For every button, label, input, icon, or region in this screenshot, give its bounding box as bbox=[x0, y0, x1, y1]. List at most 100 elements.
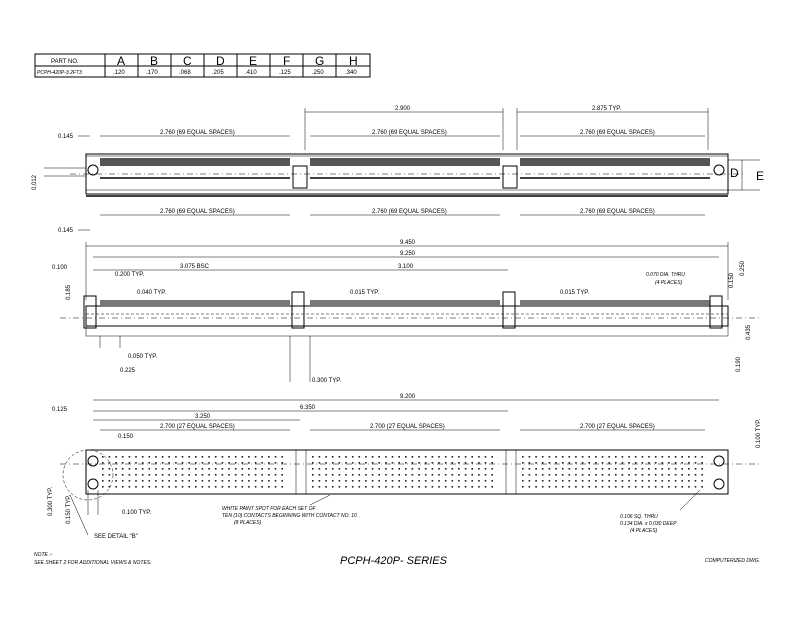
contact-pin bbox=[398, 462, 400, 464]
contact-pin bbox=[234, 462, 237, 464]
contact-pin bbox=[338, 474, 341, 476]
contact-pin bbox=[208, 486, 210, 488]
contact-pin bbox=[548, 480, 551, 482]
contact-pin bbox=[491, 480, 493, 482]
contact-pin bbox=[608, 456, 610, 458]
contact-pin bbox=[228, 480, 230, 482]
contact-pin bbox=[681, 468, 683, 470]
contact-pin bbox=[221, 486, 224, 488]
contact-pin bbox=[378, 468, 380, 470]
contact-pin bbox=[141, 456, 144, 458]
label-d: D bbox=[730, 166, 739, 180]
contact-pin bbox=[568, 486, 571, 488]
contact-pin bbox=[634, 456, 637, 458]
contact-pin bbox=[195, 462, 197, 464]
contact-pin bbox=[385, 462, 387, 464]
contact-pin bbox=[641, 486, 644, 488]
contact-pin bbox=[318, 474, 321, 476]
contact-pin bbox=[214, 456, 217, 458]
contact-pin bbox=[155, 480, 157, 482]
contact-pin bbox=[281, 486, 283, 488]
contact-pin bbox=[458, 468, 460, 470]
contact-pin bbox=[181, 462, 184, 464]
contact-pin bbox=[248, 456, 250, 458]
contact-pin bbox=[188, 474, 190, 476]
contact-pin bbox=[405, 468, 407, 470]
contact-pin bbox=[391, 468, 394, 470]
sq-note-1: 0.106 SQ. THRU bbox=[620, 514, 658, 520]
contact-pin bbox=[561, 456, 564, 458]
contact-pin bbox=[595, 462, 597, 464]
contact-pin bbox=[228, 486, 230, 488]
dim-0040: 0.040 TYP. bbox=[137, 290, 166, 296]
contact-pin bbox=[634, 480, 637, 482]
contact-pin bbox=[108, 486, 111, 488]
contact-pin bbox=[431, 468, 434, 470]
contact-pin bbox=[661, 462, 664, 464]
contact-pin bbox=[274, 474, 277, 476]
table-val-a: .120 bbox=[113, 70, 125, 76]
note-text: SEE SHEET 2 FOR ADDITIONAL VIEWS & NOTES… bbox=[34, 560, 152, 566]
contact-pin bbox=[522, 456, 524, 458]
contact-pin bbox=[391, 486, 394, 488]
contact-pin bbox=[555, 456, 557, 458]
contact-pin bbox=[438, 468, 440, 470]
contact-pin bbox=[391, 480, 394, 482]
contact-pin bbox=[331, 456, 334, 458]
contact-pin bbox=[444, 474, 447, 476]
contact-pin bbox=[102, 456, 104, 458]
contact-pin bbox=[464, 456, 467, 458]
contact-pin bbox=[338, 462, 341, 464]
contact-pin bbox=[161, 456, 164, 458]
contact-pin bbox=[424, 468, 427, 470]
contact-pin bbox=[168, 474, 170, 476]
contact-pin bbox=[102, 480, 104, 482]
contact-pin bbox=[444, 462, 447, 464]
contact-pin bbox=[575, 462, 577, 464]
contact-pin bbox=[398, 486, 400, 488]
contact-pin bbox=[528, 456, 531, 458]
contact-pin bbox=[351, 462, 354, 464]
dim-0300: 0.300 TYP. bbox=[312, 378, 341, 384]
contact-pin bbox=[168, 456, 170, 458]
contact-pin bbox=[458, 486, 460, 488]
contact-pin bbox=[581, 462, 584, 464]
contact-pin bbox=[201, 474, 204, 476]
contact-pin bbox=[411, 486, 414, 488]
contact-pin bbox=[181, 486, 184, 488]
contact-pin bbox=[261, 468, 263, 470]
contact-pin bbox=[601, 468, 604, 470]
contact-pin bbox=[241, 480, 244, 482]
contact-pin bbox=[541, 486, 544, 488]
contact-pin bbox=[478, 456, 480, 458]
contact-pin bbox=[274, 456, 277, 458]
contact-pin bbox=[234, 468, 237, 470]
contact-pin bbox=[528, 462, 531, 464]
contact-pin bbox=[431, 474, 434, 476]
contact-pin bbox=[128, 468, 131, 470]
contact-pin bbox=[325, 468, 327, 470]
contact-pin bbox=[561, 486, 564, 488]
side-view: 9.450 9.250 0.100 0.200 TYP. 3.075 BSC 3… bbox=[52, 240, 760, 384]
contact-pin bbox=[331, 462, 334, 464]
contact-pin bbox=[155, 462, 157, 464]
contact-pin bbox=[268, 486, 270, 488]
contact-pin bbox=[378, 474, 380, 476]
dim-2875: 2.875 TYP. bbox=[592, 106, 621, 112]
contact-pin bbox=[331, 468, 334, 470]
contact-pin bbox=[701, 480, 703, 482]
contact-pin bbox=[484, 462, 487, 464]
contact-pin bbox=[694, 480, 697, 482]
contact-pin bbox=[701, 468, 703, 470]
footer: NOTE :- SEE SHEET 2 FOR ADDITIONAL VIEWS… bbox=[34, 552, 760, 567]
contact-pin bbox=[281, 480, 283, 482]
contact-pin bbox=[484, 468, 487, 470]
contact-pin bbox=[254, 456, 257, 458]
contact-pin bbox=[391, 462, 394, 464]
contact-pin bbox=[274, 486, 277, 488]
span-upper-2: 2.760 (69 EQUAL SPACES) bbox=[372, 130, 447, 136]
contact-pin bbox=[688, 456, 690, 458]
contact-pin bbox=[668, 480, 670, 482]
contact-pin bbox=[608, 486, 610, 488]
contact-pin bbox=[438, 474, 440, 476]
